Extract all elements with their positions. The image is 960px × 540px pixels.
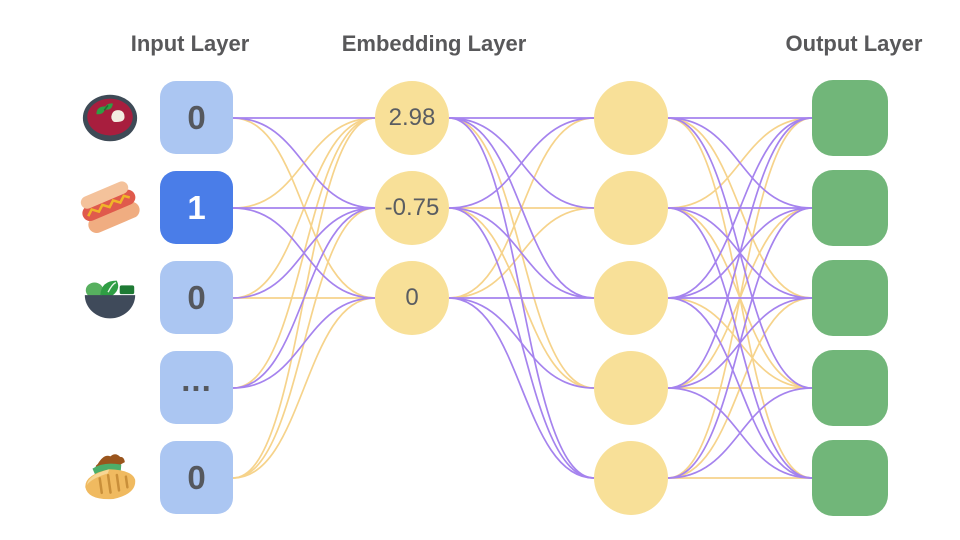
embedding-node: -0.75: [375, 171, 449, 245]
input-node: ...: [160, 351, 233, 424]
edge-purple: [667, 207, 813, 479]
input-node-value: 1: [187, 189, 206, 226]
embedding-node-value: 0: [405, 284, 419, 311]
edge-purple: [667, 117, 813, 299]
edge-yellow: [232, 297, 376, 479]
input-layer-title: Input Layer: [130, 31, 250, 56]
input-node-value: 0: [187, 99, 206, 136]
edge-purple: [667, 387, 813, 479]
output-layer-title: Output Layer: [785, 31, 923, 56]
input-node-value: 0: [187, 459, 206, 496]
output-node: [812, 440, 888, 516]
input-node: 0: [160, 261, 233, 334]
input-node: 1: [160, 171, 233, 244]
input-node-value: 0: [187, 279, 206, 316]
edge-purple: [448, 117, 595, 209]
hotdog-icon: [79, 177, 141, 239]
edge-purple: [667, 117, 813, 389]
edge-purple: [667, 297, 813, 479]
salad-icon: [79, 267, 141, 329]
edge-purple: [232, 207, 376, 389]
input-node-value: ...: [181, 361, 212, 398]
edge-purple: [448, 297, 595, 389]
embedding-layer-title: Embedding Layer: [341, 31, 527, 56]
hidden-node: [594, 351, 668, 425]
edge-purple: [448, 297, 595, 479]
edge-purple: [448, 117, 595, 299]
edge-purple: [448, 207, 595, 299]
input-node: 0: [160, 441, 233, 514]
hidden-node: [594, 81, 668, 155]
soup-icon: [79, 87, 141, 149]
hidden-node: [594, 261, 668, 335]
edge-purple: [232, 117, 376, 209]
output-node: [812, 170, 888, 246]
hidden-node: [594, 441, 668, 515]
hidden-node: [594, 171, 668, 245]
output-node: [812, 80, 888, 156]
edge-purple: [667, 117, 813, 209]
pita-icon: [79, 447, 141, 509]
output-node: [812, 260, 888, 336]
output-node: [812, 350, 888, 426]
embedding-node: 0: [375, 261, 449, 335]
embedding-node: 2.98: [375, 81, 449, 155]
embedding-node-value: 2.98: [388, 104, 436, 131]
edge-purple: [232, 207, 376, 299]
edge-purple: [232, 297, 376, 389]
input-node: 0: [160, 81, 233, 154]
embedding-node-value: -0.75: [384, 194, 440, 221]
